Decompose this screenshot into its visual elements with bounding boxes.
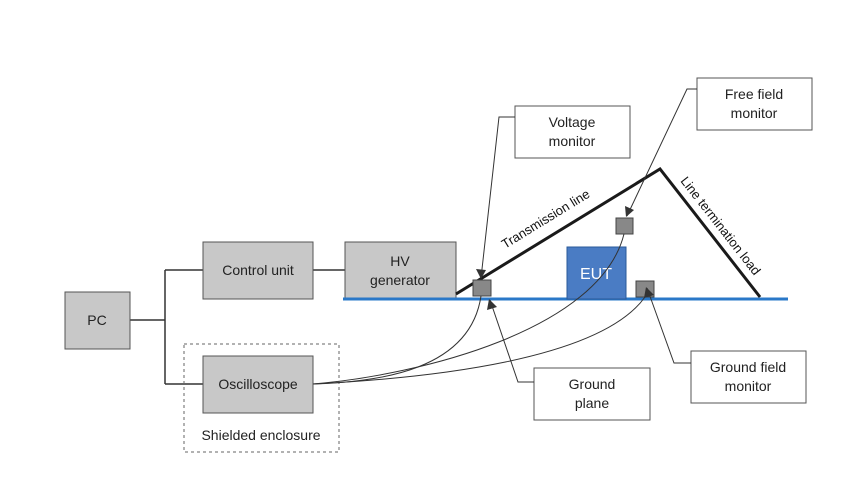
arrow-icon xyxy=(476,269,486,279)
shielded-enclosure-label: Shielded enclosure xyxy=(201,427,320,443)
voltage-monitor-sensor xyxy=(472,279,492,297)
arrow-icon xyxy=(644,287,654,298)
hv-generator-label-line2: generator xyxy=(370,272,430,288)
line-termination-load-label: Line termination load xyxy=(678,174,764,278)
leader-lines xyxy=(480,88,697,383)
voltage-monitor-label-line1: Voltage xyxy=(549,114,596,130)
control-unit-label: Control unit xyxy=(222,262,294,278)
ground-plane-label-line1: Ground xyxy=(569,376,616,392)
voltage-monitor-box xyxy=(514,105,631,159)
ground-field-monitor-label-line1: Ground field xyxy=(710,359,786,375)
voltage-monitor-label-line2: monitor xyxy=(549,133,596,149)
eut-block xyxy=(566,246,627,300)
free-field-monitor-label-line1: Free field xyxy=(725,86,783,102)
arrow-icon xyxy=(487,299,497,310)
hv-generator-block xyxy=(344,241,457,300)
pc-block xyxy=(64,291,131,350)
pc-connections xyxy=(130,269,345,385)
transmission-line xyxy=(455,167,762,298)
ground-field-monitor-box xyxy=(690,350,807,404)
ground-plane-box xyxy=(533,367,651,421)
control-unit-block xyxy=(202,241,314,300)
ground-plane-label-line2: plane xyxy=(575,395,609,411)
eut-label: EUT xyxy=(580,266,612,283)
pc-label: PC xyxy=(87,312,106,328)
free-field-monitor-label-line2: monitor xyxy=(731,105,778,121)
sensor-cables xyxy=(312,233,646,385)
hv-generator-label-line1: HV xyxy=(390,253,410,269)
ground-field-monitor-label-line2: monitor xyxy=(725,378,772,394)
free-field-monitor-sensor xyxy=(615,217,634,235)
oscilloscope-block xyxy=(202,355,314,414)
arrow-icon xyxy=(625,206,634,217)
free-field-monitor-box xyxy=(696,77,813,131)
oscilloscope-label: Oscilloscope xyxy=(218,376,298,392)
leader-arrowheads xyxy=(476,206,654,310)
